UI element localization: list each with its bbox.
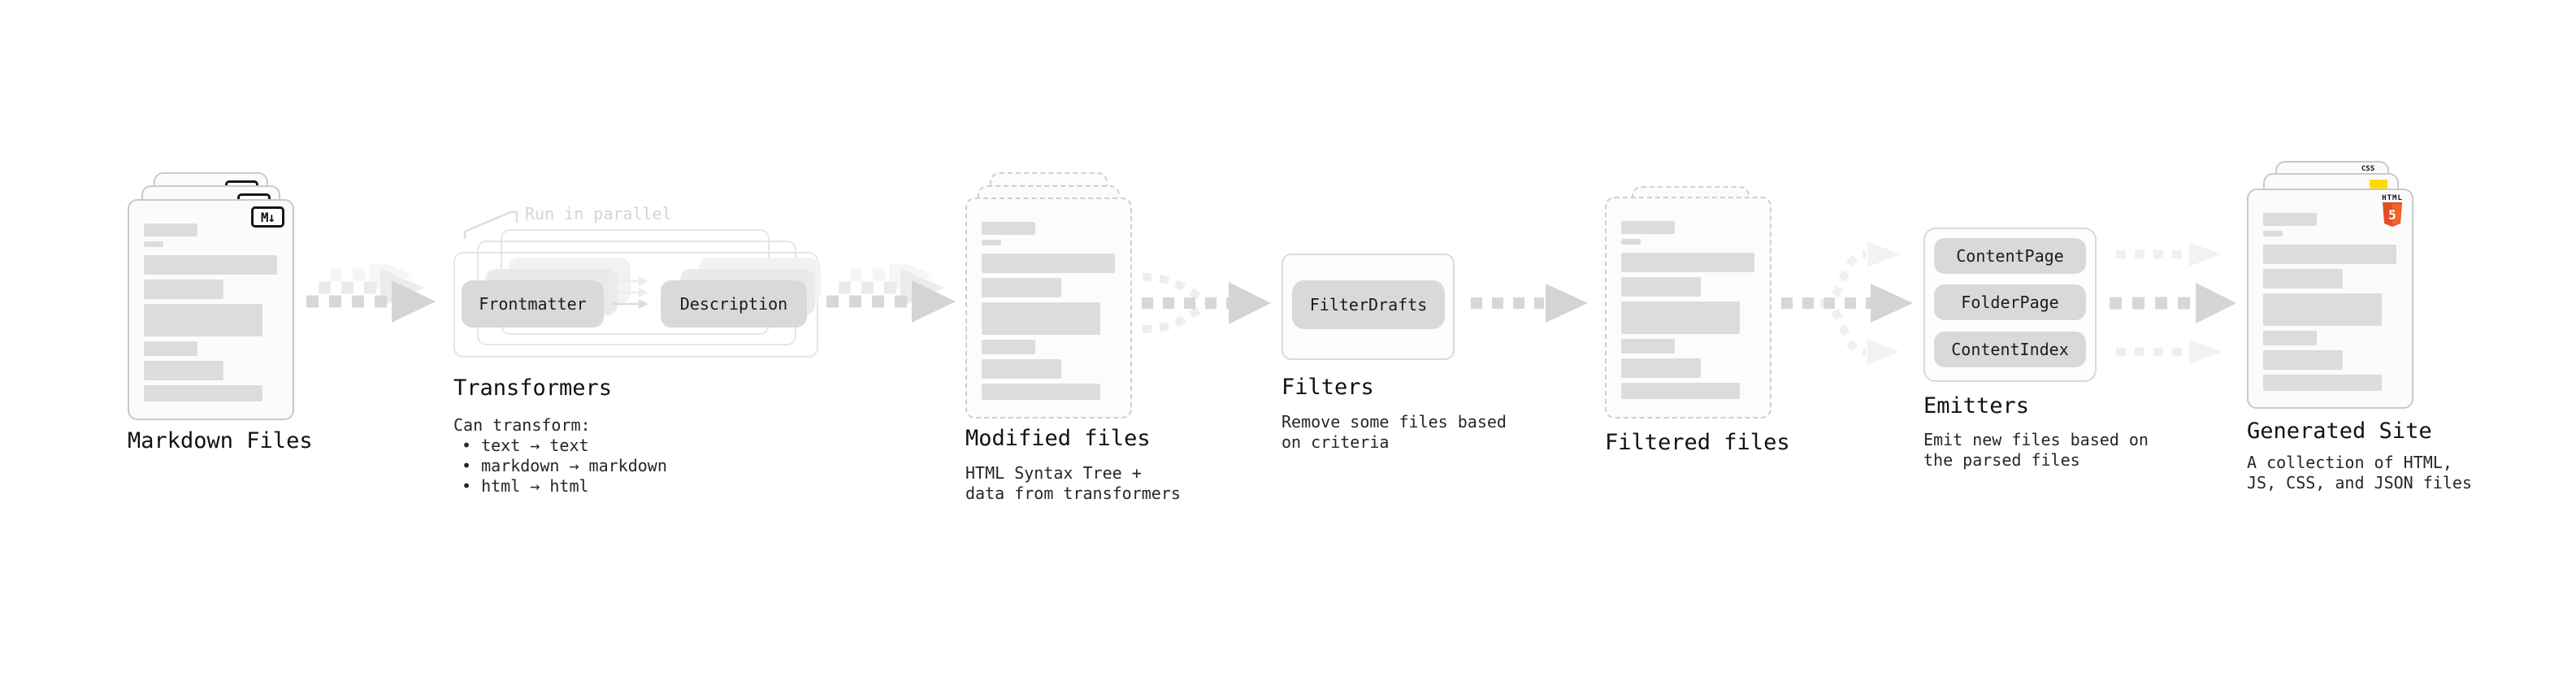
filter-pill-filterdrafts: FilterDrafts — [1292, 280, 1445, 329]
markdown-files-label-group: Markdown Files — [128, 427, 313, 455]
stage-label: Filtered files — [1605, 430, 1790, 455]
emitter-pill-folderpage: FolderPage — [1934, 284, 2086, 320]
transform-bullet: • html → html — [462, 476, 589, 496]
run-in-parallel-note: Run in parallel — [525, 204, 672, 223]
mini-arrow — [612, 299, 648, 309]
transformer-pill-frontmatter: Frontmatter — [462, 280, 604, 327]
markdown-file-card-front: M↓ — [128, 199, 294, 420]
stage-label: Generated Site — [2247, 419, 2432, 444]
flow-arrow-merge-modified-to-filters — [1142, 273, 1271, 333]
stage-label: Filters — [1281, 375, 1374, 400]
html5-icon: HTML 5 — [2382, 194, 2403, 230]
js-icon — [2370, 180, 2387, 190]
flow-arrow-split-filtered-to-emitters — [1781, 242, 1913, 365]
modified-file-card-front — [965, 197, 1132, 419]
markdown-icon: M↓ — [251, 206, 284, 228]
emitter-pill-contentpage: ContentPage — [1934, 238, 2086, 274]
transformers-label-group: Transformers Can transform: • text → tex… — [453, 375, 667, 497]
stage-desc: Can transform: — [453, 415, 591, 435]
stage-desc: on criteria — [1281, 432, 1390, 452]
document-skeleton — [982, 222, 1116, 400]
generated-site-label-group: Generated Site A collection of HTML, JS,… — [2247, 418, 2472, 493]
flow-arrow-markdown-to-transformers — [306, 264, 436, 323]
mini-arrow — [612, 276, 648, 286]
callout-line — [463, 210, 518, 240]
modified-files-label-group: Modified files HTML Syntax Tree + data f… — [965, 425, 1181, 504]
mini-arrow — [612, 288, 648, 297]
filtered-files-label-group: Filtered files — [1605, 429, 1790, 457]
svg-text:5: 5 — [2388, 207, 2396, 223]
document-skeleton — [1621, 221, 1755, 399]
stage-desc: the parsed files — [1923, 450, 2080, 470]
stage-desc: Emit new files based on — [1923, 430, 2149, 449]
stage-desc: Remove some files based — [1281, 412, 1507, 432]
document-skeleton — [2263, 213, 2397, 391]
flow-arrow-transformers-to-modified — [826, 264, 956, 323]
emitters-label-group: Emitters Emit new files based on the par… — [1923, 393, 2149, 471]
stage-desc: A collection of HTML, — [2247, 453, 2452, 472]
stage-label: Markdown Files — [128, 428, 313, 453]
flow-arrows-emitters-to-generated — [2110, 242, 2236, 364]
css-icon-text: CSS — [2361, 165, 2375, 173]
filters-label-group: Filters Remove some files based on crite… — [1281, 374, 1507, 453]
transform-bullet: • text → text — [462, 436, 589, 455]
stage-desc: data from transformers — [965, 484, 1181, 503]
flow-arrow-filters-to-filtered — [1471, 284, 1588, 323]
generated-file-card-html: HTML 5 — [2247, 189, 2413, 409]
emitter-pill-contentindex: ContentIndex — [1934, 332, 2086, 367]
transformer-pill-description: Description — [661, 280, 807, 327]
stage-desc: HTML Syntax Tree + — [965, 463, 1142, 483]
transformer-layer-box-front — [453, 252, 818, 358]
stage-label: Emitters — [1923, 393, 2030, 419]
filtered-file-card-front — [1605, 197, 1772, 419]
document-skeleton — [144, 223, 278, 401]
transform-bullet: • markdown → markdown — [462, 456, 667, 475]
html5-shield: 5 — [2383, 202, 2402, 227]
stage-desc: JS, CSS, and JSON files — [2247, 473, 2472, 492]
stage-label: Transformers — [453, 375, 613, 401]
html5-icon-text: HTML — [2382, 194, 2403, 202]
stage-label: Modified files — [965, 426, 1151, 451]
